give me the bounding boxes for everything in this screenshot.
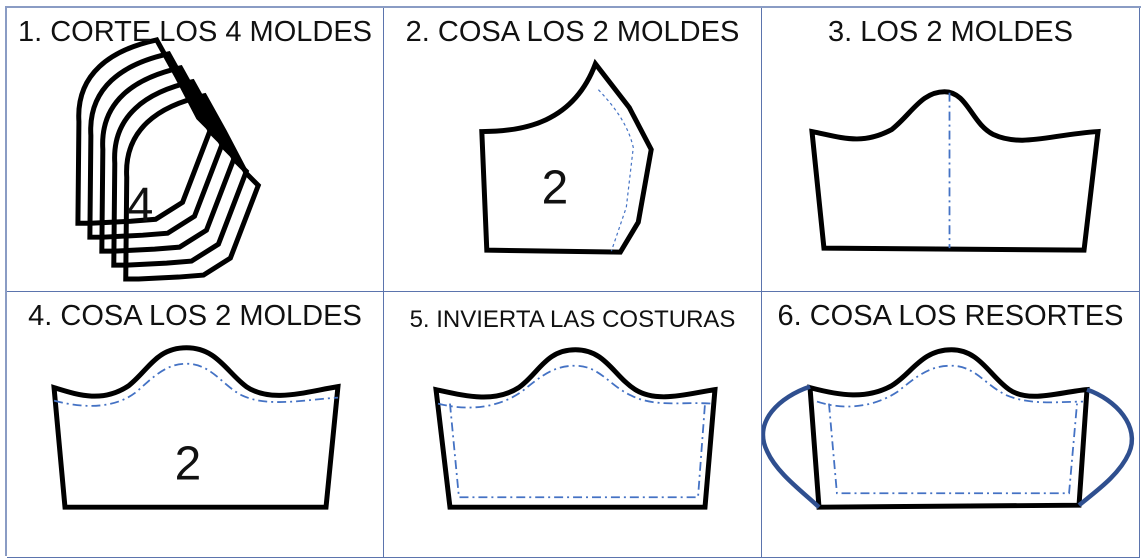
step-5-title: 5. INVIERTA LAS COSTURAS <box>409 306 736 333</box>
sewn-mask-front: 2 <box>51 345 341 510</box>
step-3-panel: 3. LOS 2 MOLDES <box>762 8 1140 292</box>
step-1-title: 1. CORTE LOS 4 MOLDES <box>17 16 373 48</box>
step-3-title: 3. LOS 2 MOLDES <box>828 16 1073 48</box>
pattern-count-label: 4 <box>127 179 154 232</box>
left-elastic <box>762 384 821 509</box>
step-2-title: 2. COSA LOS 2 MOLDES <box>405 16 740 48</box>
pattern-count-label: 2 <box>542 161 569 214</box>
right-elastic <box>1077 387 1135 507</box>
instruction-grid: 4 1. CORTE LOS 4 MOLDES 2 2. COSA LOS 2 … <box>5 6 1141 558</box>
pattern-count-label: 2 <box>175 437 202 490</box>
two-patterns-joined <box>809 89 1101 253</box>
inverted-seams-mask <box>433 347 718 510</box>
four-stacked-patterns: 4 <box>75 37 262 282</box>
step-2-panel: 2 2. COSA LOS 2 MOLDES <box>384 8 762 292</box>
step-6-panel: 6. COSA LOS RESORTES <box>762 292 1140 558</box>
step-5-panel: 5. INVIERTA LAS COSTURAS <box>384 292 762 558</box>
single-pattern-piece: 2 <box>479 58 654 255</box>
step-6-title: 6. COSA LOS RESORTES <box>777 300 1124 332</box>
step-4-panel: 2 4. COSA LOS 2 MOLDES <box>7 292 384 558</box>
step-4-title: 4. COSA LOS 2 MOLDES <box>28 300 362 332</box>
mask-with-elastics <box>762 347 1135 510</box>
step-1-panel: 4 1. CORTE LOS 4 MOLDES <box>7 8 384 292</box>
